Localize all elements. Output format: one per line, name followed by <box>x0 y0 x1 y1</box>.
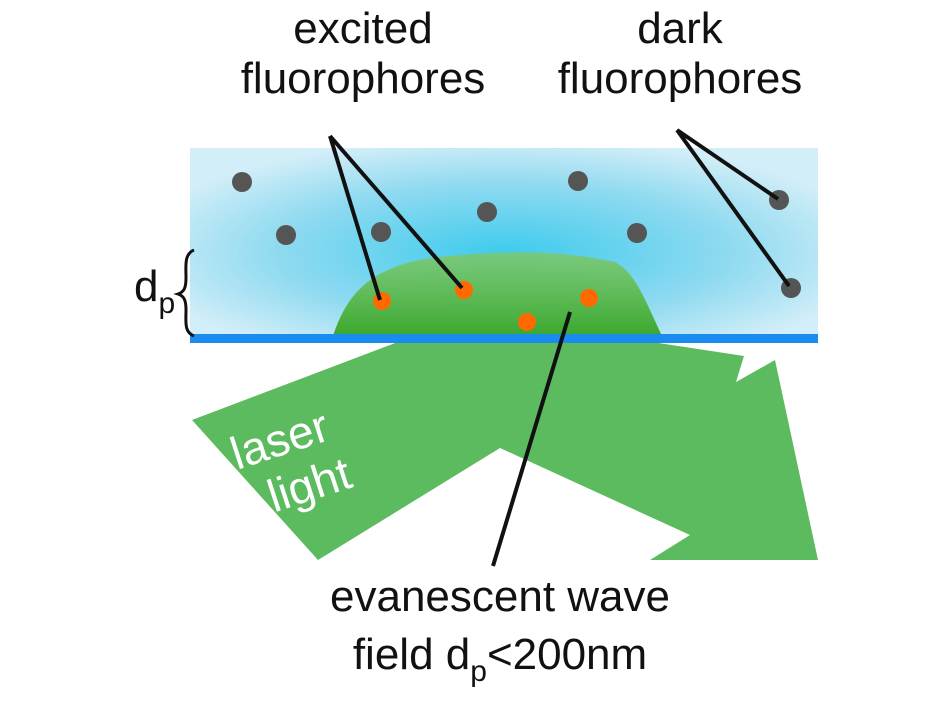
evanescent-label-pre: field d <box>352 630 471 679</box>
excited-fluorophore <box>580 289 598 307</box>
dp-label-sub: p <box>158 287 176 320</box>
dark-label-line2: fluorophores <box>557 54 803 103</box>
dp-label: dp <box>134 262 176 320</box>
excited-label-line1: excited <box>293 4 433 53</box>
dark-fluorophore <box>627 223 647 243</box>
leader-line-dark-1 <box>675 128 780 201</box>
dark-label-line1: dark <box>637 4 723 53</box>
evanescent-label-post: <200nm <box>486 630 648 679</box>
interface-line <box>190 334 818 343</box>
evanescent-field <box>333 252 662 336</box>
leader-line-excited-2 <box>328 134 464 290</box>
dark-fluorophore <box>568 171 588 191</box>
leader-line-evanescent <box>491 311 572 567</box>
dark-fluorophore <box>371 222 391 242</box>
evanescent-label-line1: evanescent wave <box>330 572 670 621</box>
leader-line-dark-2 <box>675 128 791 288</box>
excited-fluorophores-label: excited fluorophores <box>238 4 488 104</box>
dp-label-main: d <box>134 262 159 311</box>
laser-light-arrow <box>192 342 818 560</box>
dark-fluorophores <box>232 171 801 298</box>
dp-brace <box>173 248 195 338</box>
leader-line-excited-1 <box>328 135 382 301</box>
dark-fluorophore <box>477 202 497 222</box>
dark-fluorophores-label: dark fluorophores <box>542 4 818 104</box>
excited-fluorophore <box>518 313 536 331</box>
evanescent-wave-label: evanescent wave field dp<200nm <box>270 572 730 688</box>
dark-fluorophore <box>276 225 296 245</box>
leader-lines <box>328 128 791 567</box>
evanescent-label-line2: field dp<200nm <box>270 630 730 688</box>
excited-fluorophore <box>373 292 391 310</box>
excited-label-line2: fluorophores <box>240 54 486 103</box>
dark-fluorophore <box>232 172 252 192</box>
evanescent-label-sub: p <box>470 655 487 688</box>
